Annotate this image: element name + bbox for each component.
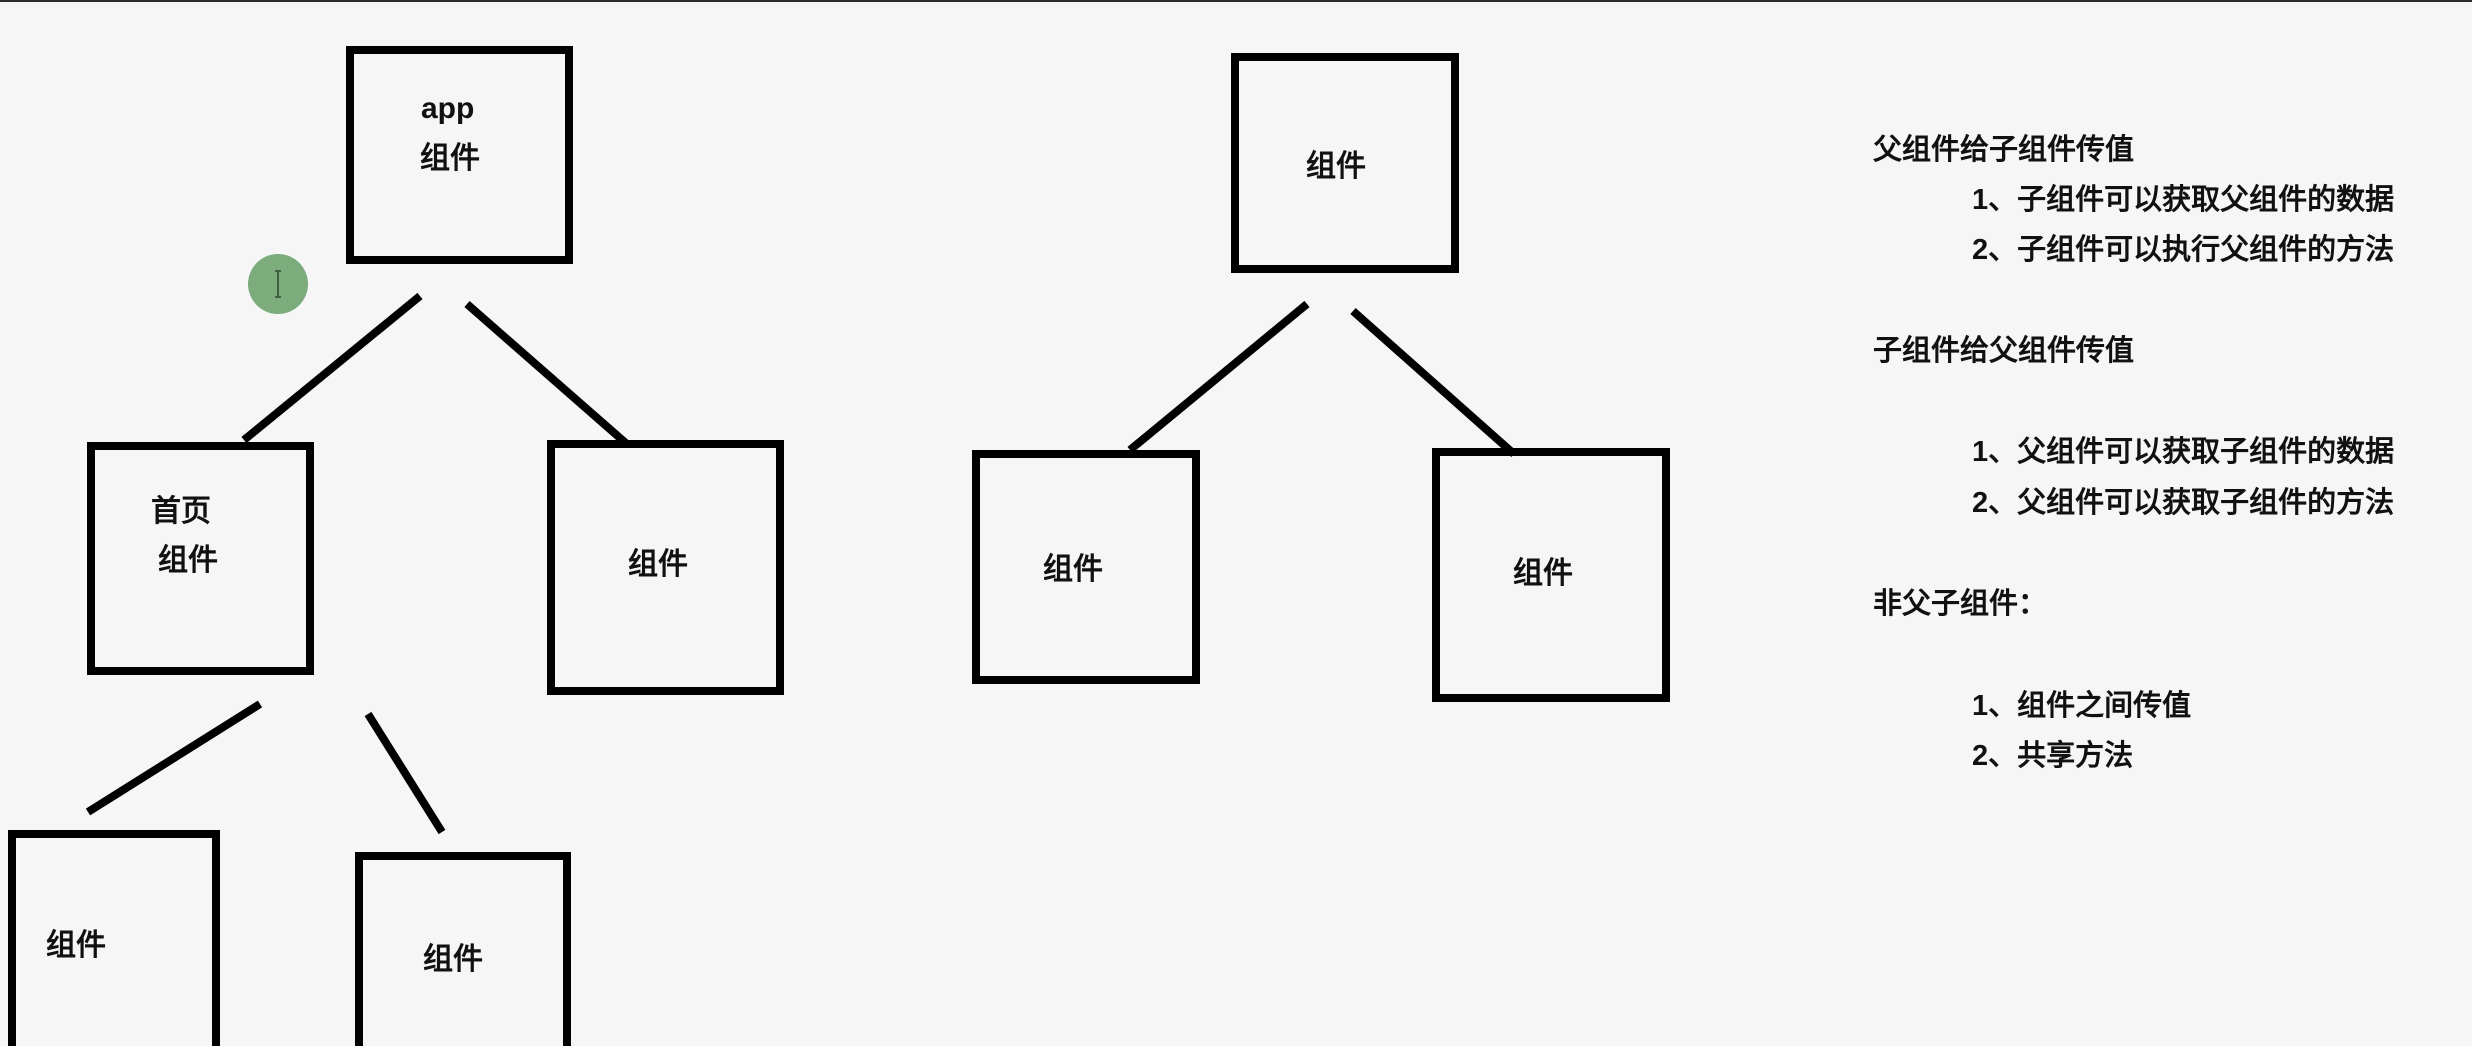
tree2-left-child-component-label: 组件 [1043,553,1103,586]
home-component-label-bottom: 组件 [158,544,218,577]
note-item: 2、共享方法 [1972,740,2134,772]
app-component-label-bottom: 组件 [420,142,480,175]
note-item: 1、组件之间传值 [1972,690,2192,722]
tree2-root-component-label: 组件 [1306,150,1366,183]
home-component-label-top: 首页 [151,495,211,528]
cursor-highlight [248,254,308,314]
connector-app-right [464,300,631,449]
connector-tree2-left [1127,300,1310,454]
note-item: 1、父组件可以获取子组件的数据 [1972,436,2395,468]
connector-tree2-right [1350,308,1517,457]
right-child-component-box [547,440,784,695]
note-item: 2、子组件可以执行父组件的方法 [1972,234,2395,266]
app-component-label-top: app [421,92,475,125]
note-item: 2、父组件可以获取子组件的方法 [1972,487,2395,519]
connector-app-home [241,292,423,444]
tree2-left-child-component-box [972,450,1200,684]
tree2-right-child-component-box [1432,448,1670,702]
connector-home-grandchild-left [85,700,263,816]
grandchild-left-component-box [8,830,220,1046]
tree2-root-component-box [1231,53,1459,273]
right-child-component-label: 组件 [628,548,688,581]
grandchild-right-component-label: 组件 [423,943,483,976]
connector-home-grandchild-right [364,711,446,835]
home-component-box [87,442,314,675]
note-heading-parent-to-child: 父组件给子组件传值 [1873,134,2135,166]
note-heading-non-parent-child: 非父子组件： [1873,588,2048,620]
tree2-right-child-component-label: 组件 [1513,557,1573,590]
note-item: 1、子组件可以获取父组件的数据 [1972,184,2395,216]
text-cursor-icon [275,270,281,298]
note-heading-child-to-parent: 子组件给父组件传值 [1873,335,2135,367]
grandchild-left-component-label: 组件 [46,929,106,962]
app-component-box [346,46,573,264]
grandchild-right-component-box [355,852,571,1046]
